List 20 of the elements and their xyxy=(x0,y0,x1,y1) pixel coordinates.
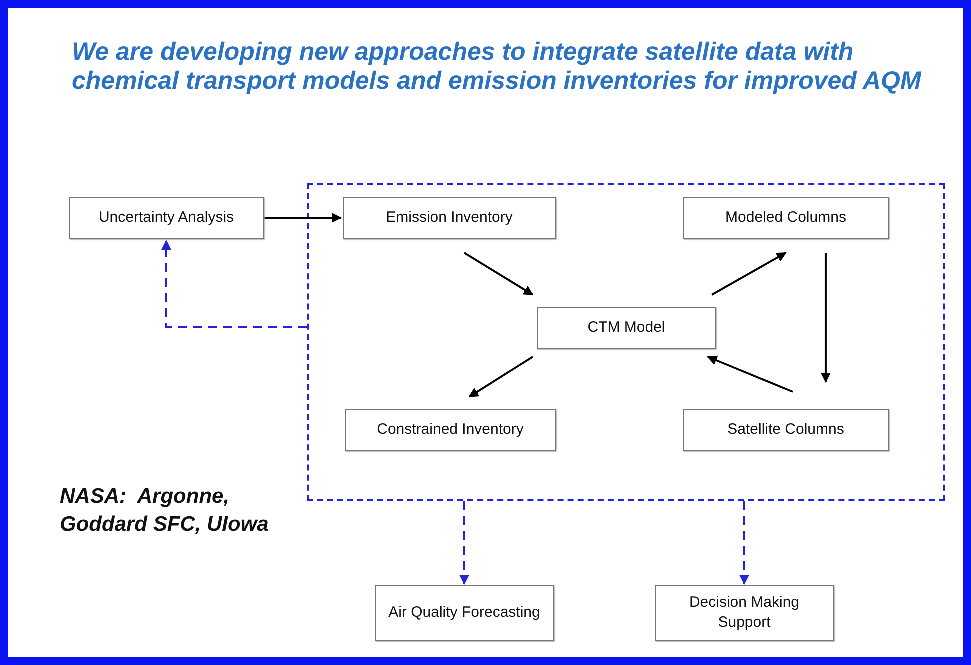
note-text: NASA: Argonne, Goddard SFC, UIowa xyxy=(60,484,270,538)
process-box: Emission Inventory xyxy=(343,197,556,239)
process-box: CTM Model xyxy=(537,307,716,349)
process-box: Satellite Columns xyxy=(683,409,889,451)
arrow xyxy=(740,501,750,585)
process-box: Air Quality Forecasting xyxy=(375,585,554,641)
slide-title: We are developing new approaches to integrate satellite data with chemical transport models and emission inventories for improved AQM xyxy=(72,38,923,96)
arrow xyxy=(820,253,831,383)
process-box: Decision Making Support xyxy=(655,585,834,641)
arrow xyxy=(162,240,307,328)
dashed-group-box xyxy=(307,183,945,501)
arrow xyxy=(264,213,342,223)
arrow xyxy=(464,252,534,296)
arrow xyxy=(707,356,794,393)
arrow xyxy=(468,356,534,398)
process-box: Modeled Columns xyxy=(683,197,889,239)
arrow xyxy=(712,252,787,296)
process-box: Constrained Inventory xyxy=(345,409,556,451)
arrow xyxy=(460,501,470,585)
process-box: Uncertainty Analysis xyxy=(69,197,264,239)
